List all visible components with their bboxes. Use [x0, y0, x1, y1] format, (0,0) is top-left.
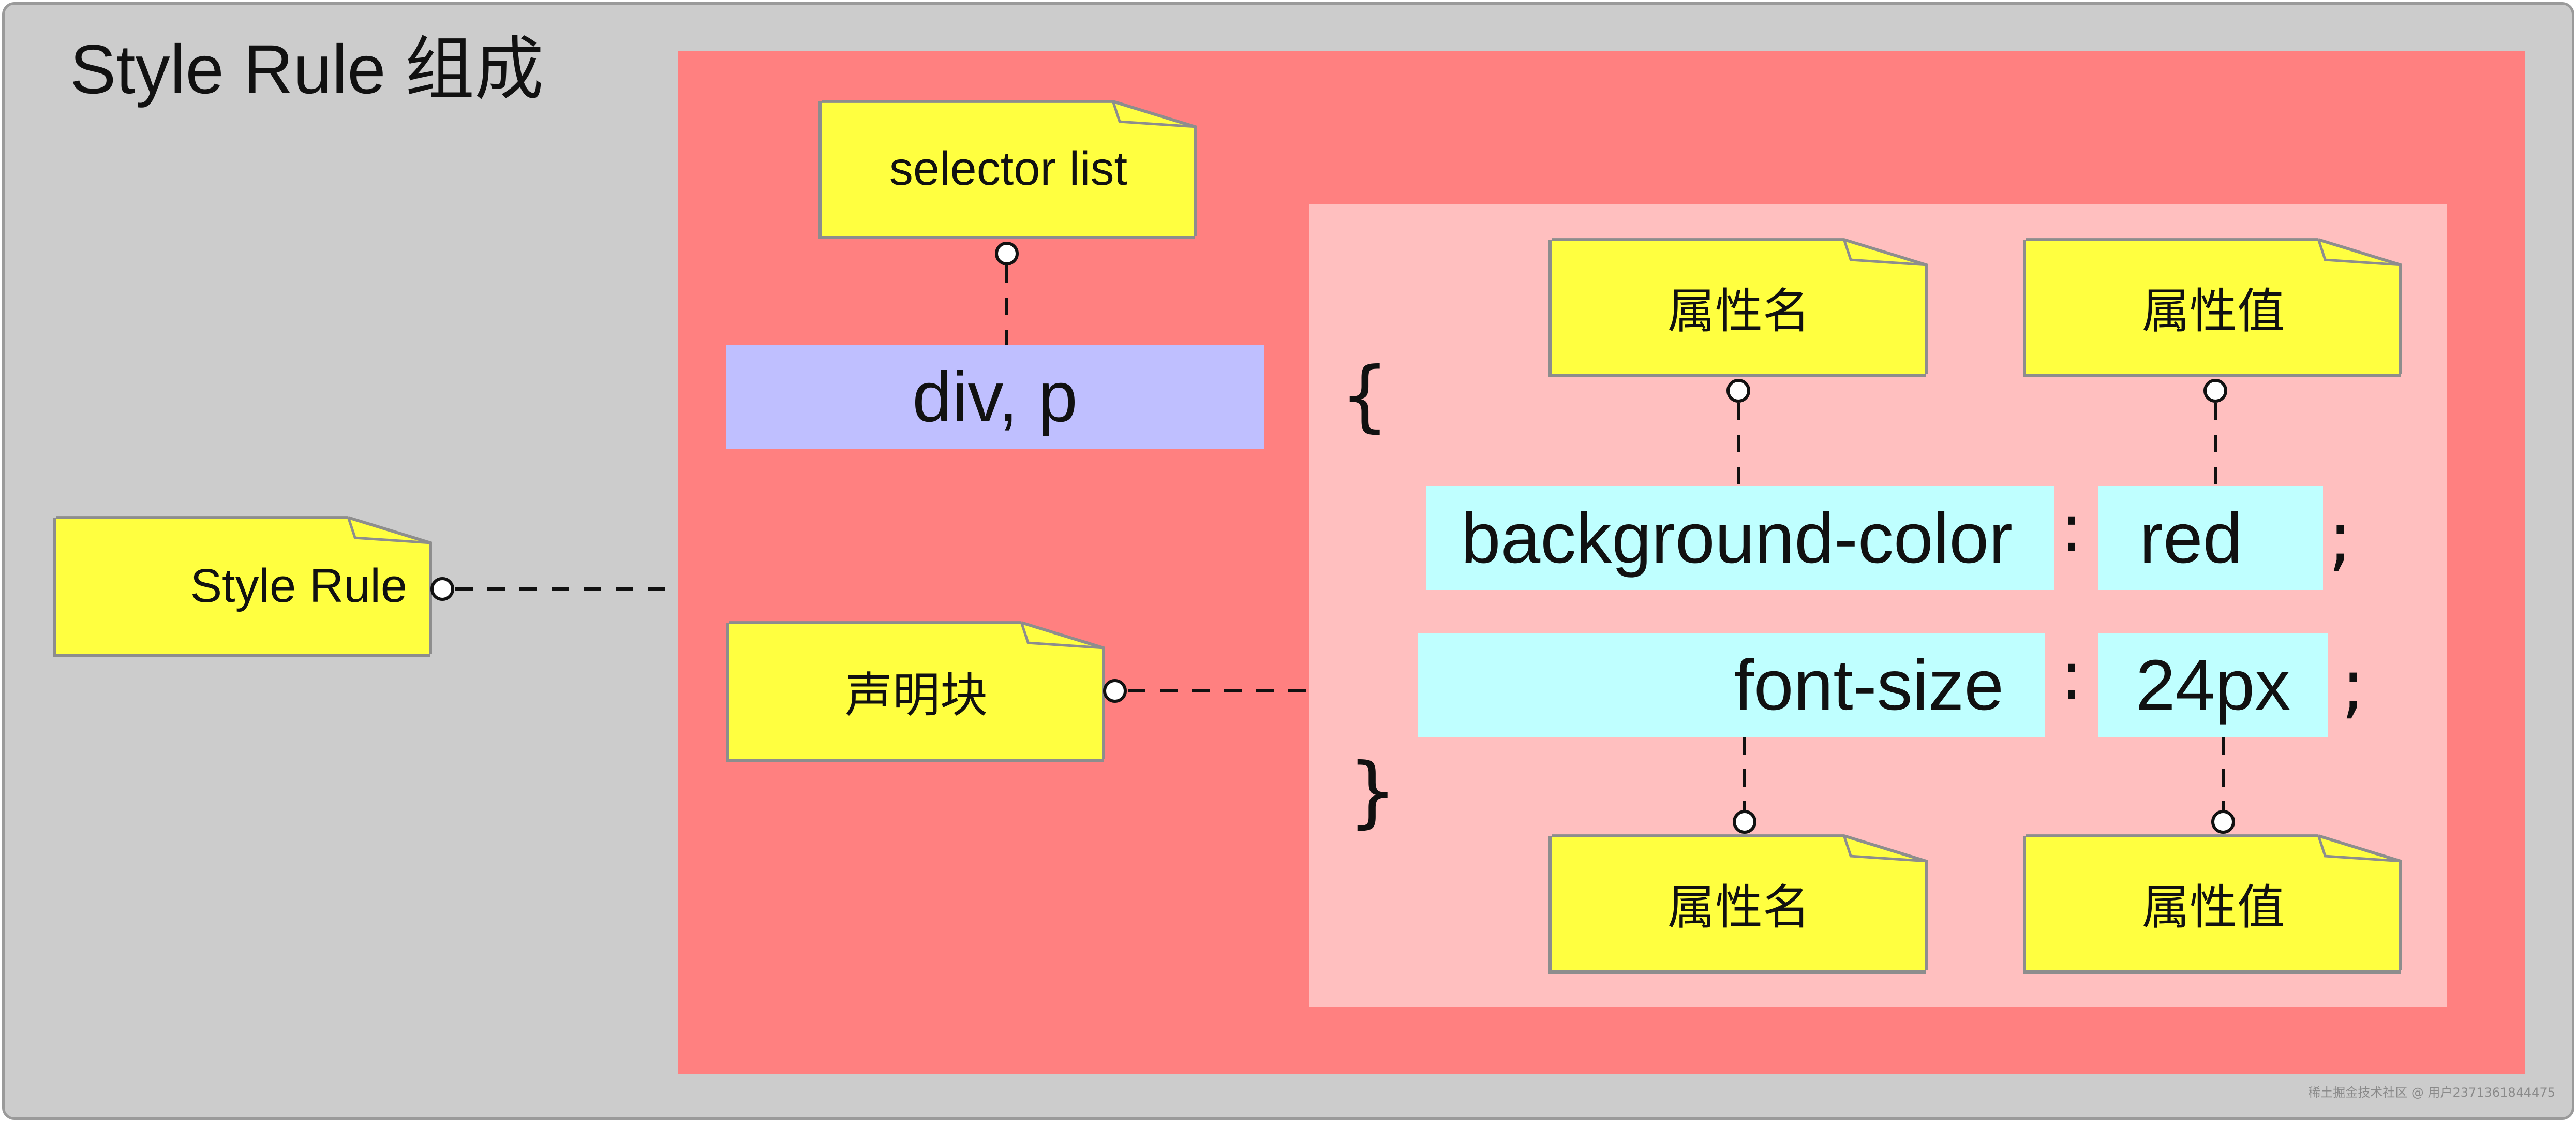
property-value-24px: 24px: [2098, 633, 2328, 737]
property-name-font-size: font-size: [1418, 633, 2045, 737]
property-value-red: red: [2098, 486, 2323, 590]
selector-list-note: selector list: [818, 100, 1197, 239]
semicolon-2: ;: [2341, 643, 2366, 728]
watermark: 稀土掘金技术社区 @ 用户2371361844475: [2308, 1085, 2555, 1100]
property-name-note-bottom: 属性名: [1548, 834, 1928, 974]
colon-1: :: [2060, 489, 2083, 567]
declaration-block-note: 声明块: [726, 621, 1105, 762]
property-value-note-bottom-label: 属性值: [2141, 881, 2285, 934]
property-value-note-top-label: 属性值: [2141, 285, 2285, 338]
open-brace: {: [1340, 351, 1390, 441]
style-rule-note: Style Rule: [53, 516, 432, 657]
property-name-background-color: background-color: [1426, 486, 2054, 590]
declaration-block-note-label: 声明块: [844, 669, 988, 722]
property-name-note-top: 属性名: [1548, 238, 1928, 377]
property-name-note-top-label: 属性名: [1667, 285, 1810, 338]
semicolon-1: ;: [2328, 496, 2353, 580]
property-value-note-bottom: 属性值: [2023, 834, 2402, 974]
style-rule-note-label: Style Rule: [190, 559, 407, 612]
property-name-note-bottom-label: 属性名: [1667, 881, 1810, 934]
selector-list-note-label: selector list: [889, 142, 1128, 195]
property-value-note-top: 属性值: [2023, 238, 2402, 377]
close-brace: }: [1348, 747, 1397, 837]
diagram-title: Style Rule 组成: [70, 31, 544, 108]
selector-list-text: div, p: [726, 345, 1264, 449]
colon-2: :: [2060, 636, 2083, 715]
